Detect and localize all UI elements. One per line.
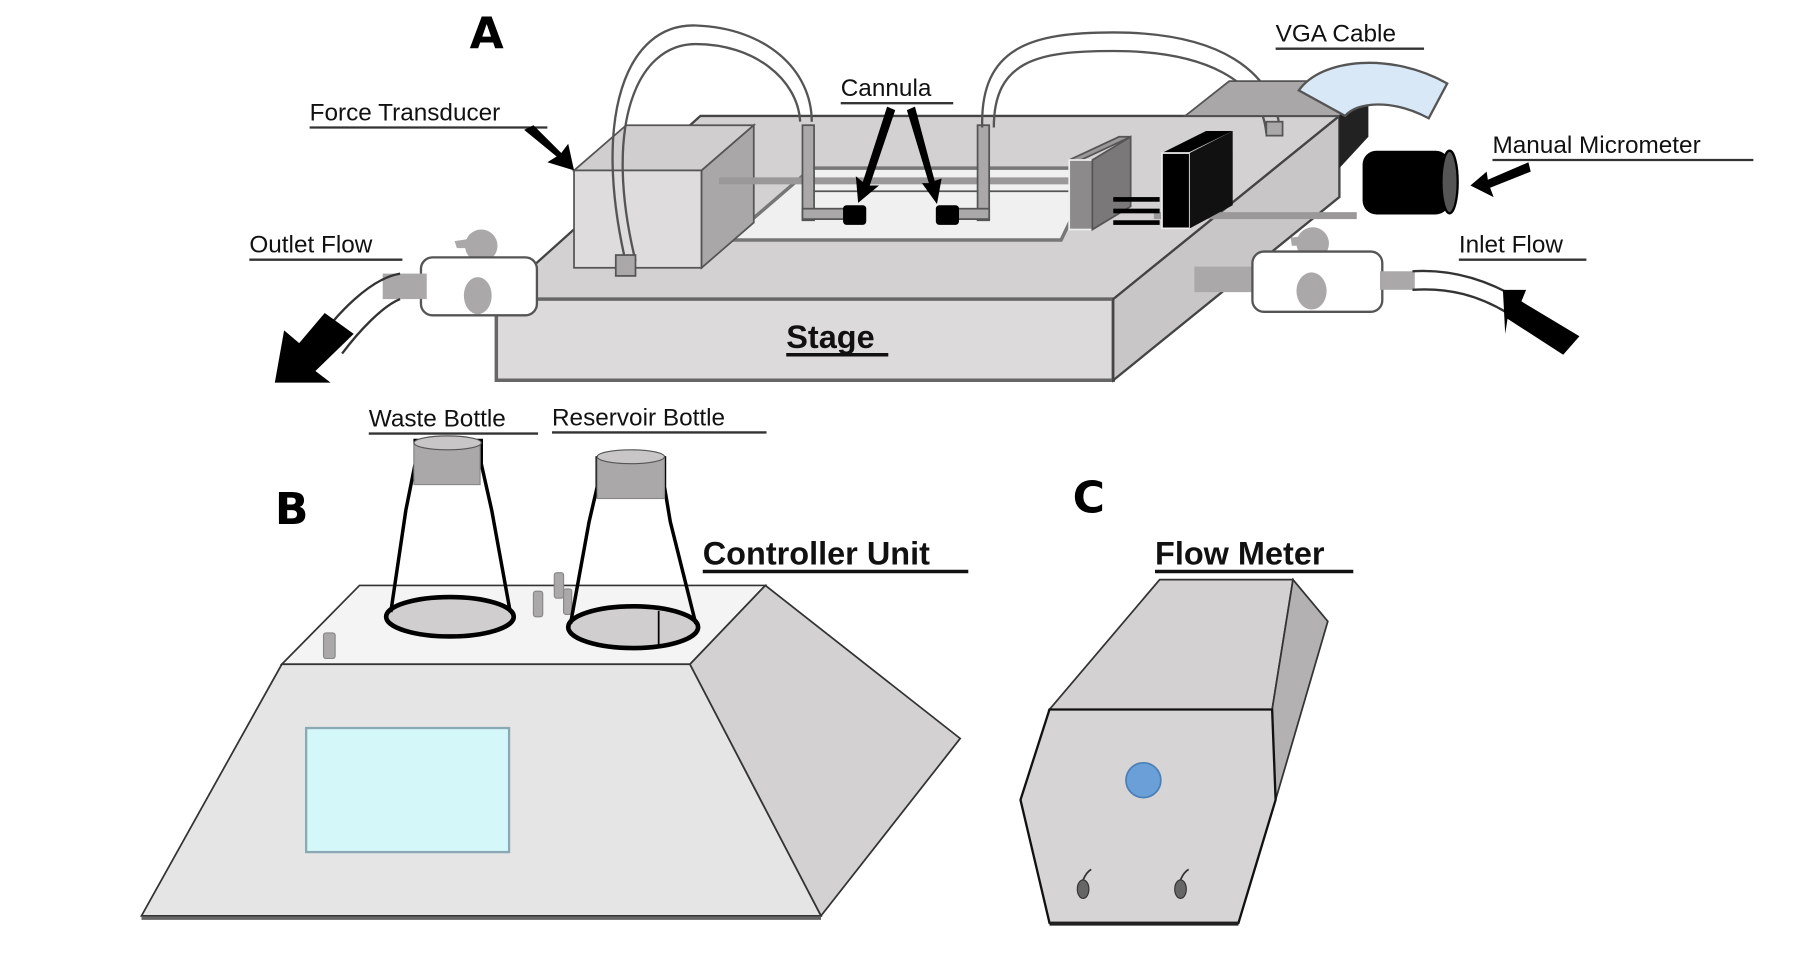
reservoir-bottle [565,449,701,651]
cannula-right [935,205,960,225]
svg-text:Outlet Flow: Outlet Flow [249,232,372,259]
controller-ports [322,572,573,660]
force-transducer-arrow [524,125,575,171]
svg-text:Controller Unit: Controller Unit [703,536,930,572]
cannula-arrow-right [906,106,942,205]
svg-text:VGA Cable: VGA Cable [1276,21,1396,48]
flow-meter-ports [1076,868,1190,900]
outlet-valve [382,229,539,317]
flow-meter-front [1019,708,1277,924]
label-flow-meter: Flow Meter [1155,536,1354,574]
svg-text:Stage: Stage [786,319,874,355]
flow-meter-top [1047,578,1295,711]
vga-connector [1182,61,1449,169]
label-controller-unit: Controller Unit [702,536,969,574]
manual-micrometer [1362,149,1459,215]
transducer-rod [718,177,1079,185]
controller-side [688,584,962,918]
force-transducer [571,123,757,270]
panel-label-a: A [470,9,504,60]
svg-text:Flow Meter: Flow Meter [1155,536,1325,572]
svg-text:Inlet Flow: Inlet Flow [1459,232,1564,259]
svg-text:Force Transducer: Force Transducer [310,100,501,127]
vga-cable [1297,61,1449,120]
micrometer-rod [1153,212,1357,220]
label-waste-bottle: Waste Bottle [368,406,539,435]
outlet-arrow [274,313,354,383]
label-outlet-flow: Outlet Flow [249,232,403,261]
flow-meter-indicator [1125,761,1162,799]
svg-text:Reservoir Bottle: Reservoir Bottle [552,404,725,431]
label-force-transducer: Force Transducer [310,100,575,171]
waste-bottle [383,435,517,639]
panel-label-b: B [275,484,309,535]
micrometer-carriage [1068,130,1233,232]
cannula-arrow-left [855,106,896,203]
cannula-left [843,205,867,225]
svg-text:Manual Micrometer: Manual Micrometer [1492,132,1700,159]
svg-text:Cannula: Cannula [841,75,932,102]
controller-screen [304,726,511,854]
panel-c: C Flow Meter [1019,472,1354,926]
label-inlet-flow: Inlet Flow [1458,232,1587,261]
label-stage: Stage [786,319,889,357]
label-cannula: Cannula [841,75,954,205]
panel-label-c: C [1073,472,1105,523]
panel-b: B Waste Bottle [139,404,969,920]
inlet-arrow [1502,289,1580,355]
label-reservoir-bottle: Reservoir Bottle [551,404,767,434]
panel-a: A [249,9,1754,383]
cannula-holders [801,124,991,222]
label-manual-micrometer: Manual Micrometer [1470,132,1754,198]
inlet-valve [1194,227,1415,314]
label-vga-cable: VGA Cable [1275,21,1425,50]
micrometer-arrow [1470,162,1531,198]
stage-side [1112,113,1341,383]
svg-text:Waste Bottle: Waste Bottle [369,406,506,433]
